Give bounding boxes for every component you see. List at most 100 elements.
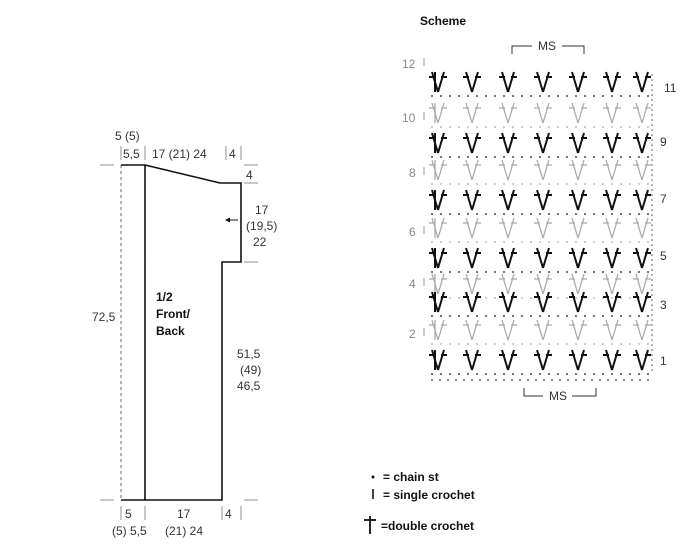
stitch-symbol xyxy=(603,217,621,239)
dim-side-1: 51,5 xyxy=(237,347,261,361)
stitch-symbol xyxy=(463,217,481,239)
row-number: 3 xyxy=(660,298,667,312)
dim-top-shoulder: 5,5 xyxy=(123,147,140,161)
row-number: 6 xyxy=(409,225,416,239)
chain-dots xyxy=(431,156,649,158)
stitch-symbol xyxy=(429,349,447,371)
stitch-grid xyxy=(423,58,653,381)
stitch-symbol xyxy=(603,102,621,124)
dim-top-right: 4 xyxy=(229,147,236,161)
stitch-symbol xyxy=(534,217,552,239)
stitch-symbol xyxy=(499,132,517,154)
stitch-symbol xyxy=(429,159,447,181)
piece-label: 1/2 Front/ Back xyxy=(156,290,191,338)
dim-total-height: 72,5 xyxy=(92,310,116,324)
stitch-symbol xyxy=(429,247,447,269)
stitch-symbol xyxy=(463,189,481,211)
stitch-symbol xyxy=(534,319,552,341)
row-number: 10 xyxy=(402,111,416,125)
dim-side-3: 46,5 xyxy=(237,379,261,393)
dim-bottom-left-top: 5 xyxy=(125,507,132,521)
chain-dots xyxy=(431,126,649,128)
stitch-symbol xyxy=(429,291,447,313)
stitch-symbol xyxy=(429,273,447,295)
right-edge-dots xyxy=(651,74,653,371)
stitch-symbol xyxy=(569,291,587,313)
stitch-symbol xyxy=(633,291,651,313)
stitch-symbol xyxy=(603,189,621,211)
chain-dots xyxy=(431,373,649,375)
stitch-symbol xyxy=(569,189,587,211)
stitch-symbol xyxy=(569,217,587,239)
chain-dots xyxy=(431,213,649,215)
stitch-symbol xyxy=(463,319,481,341)
scheme-title: Scheme xyxy=(420,14,466,28)
dim-bottom-left: (5) 5,5 xyxy=(112,524,147,538)
stitch-symbol xyxy=(633,189,651,211)
stitch-symbol xyxy=(429,189,447,211)
stitch-symbol xyxy=(534,247,552,269)
dim-armhole-1: 17 xyxy=(255,203,269,217)
legend: = chain st = single crochet =double croc… xyxy=(364,470,475,534)
stitch-symbol xyxy=(499,319,517,341)
foundation-chain xyxy=(431,379,649,381)
stitch-symbol xyxy=(603,291,621,313)
dim-top-left: 5 (5) xyxy=(115,129,140,143)
stitch-symbol xyxy=(499,273,517,295)
stitch-symbol xyxy=(534,291,552,313)
stitch-symbol xyxy=(569,273,587,295)
chain-dots xyxy=(431,343,649,345)
stitch-symbol xyxy=(429,102,447,124)
row-number: 5 xyxy=(660,249,667,263)
ms-bracket-bottom xyxy=(523,388,597,397)
stitch-symbol xyxy=(463,273,481,295)
stitch-symbol xyxy=(569,247,587,269)
stitch-symbol xyxy=(463,291,481,313)
stitch-symbol xyxy=(429,132,447,154)
stitch-symbol xyxy=(603,319,621,341)
stitch-symbol xyxy=(463,349,481,371)
dim-armhole-3: 22 xyxy=(253,235,267,249)
stitch-symbol xyxy=(633,71,651,93)
legend-chain: = chain st xyxy=(383,470,439,484)
stitch-symbol xyxy=(633,132,651,154)
stitch-symbol xyxy=(603,349,621,371)
stitch-symbol xyxy=(499,189,517,211)
stitch-symbol xyxy=(534,102,552,124)
chain-dots xyxy=(431,315,649,317)
row-numbers-right: 11 9 7 5 3 1 xyxy=(660,81,677,368)
piece-outline xyxy=(144,164,242,501)
stitch-symbol xyxy=(463,159,481,181)
stitch-symbol xyxy=(534,189,552,211)
row-number: 8 xyxy=(409,166,416,180)
pattern-piece xyxy=(120,164,242,501)
dim-right-top: 4 xyxy=(246,168,253,182)
stitch-symbol xyxy=(499,291,517,313)
stitch-symbol xyxy=(429,217,447,239)
stitch-symbol xyxy=(429,319,447,341)
stitch-symbol xyxy=(569,132,587,154)
stitch-symbol xyxy=(603,247,621,269)
row-number: 12 xyxy=(402,57,416,71)
stitch-symbol xyxy=(463,247,481,269)
stitch-symbol xyxy=(499,71,517,93)
row-number: 1 xyxy=(660,354,667,368)
arrow-head-icon xyxy=(225,217,230,223)
stitch-symbol xyxy=(499,159,517,181)
stitch-symbol xyxy=(603,71,621,93)
row-number: 11 xyxy=(664,81,677,95)
stitch-symbol xyxy=(463,132,481,154)
stitch-symbol xyxy=(633,159,651,181)
dim-bottom-mid-top: 17 xyxy=(177,507,191,521)
stitch-symbol xyxy=(463,71,481,93)
legend-single: = single crochet xyxy=(383,488,475,502)
dim-armhole-2: (19,5) xyxy=(246,219,277,233)
stitch-symbol xyxy=(633,319,651,341)
stitch-symbol xyxy=(633,102,651,124)
double-crochet-icon xyxy=(364,516,376,534)
stitch-symbol xyxy=(499,217,517,239)
dimension-guides xyxy=(100,146,258,520)
dim-side-2: (49) xyxy=(240,363,261,377)
stitch-symbol xyxy=(569,102,587,124)
chain-dots xyxy=(431,183,649,185)
